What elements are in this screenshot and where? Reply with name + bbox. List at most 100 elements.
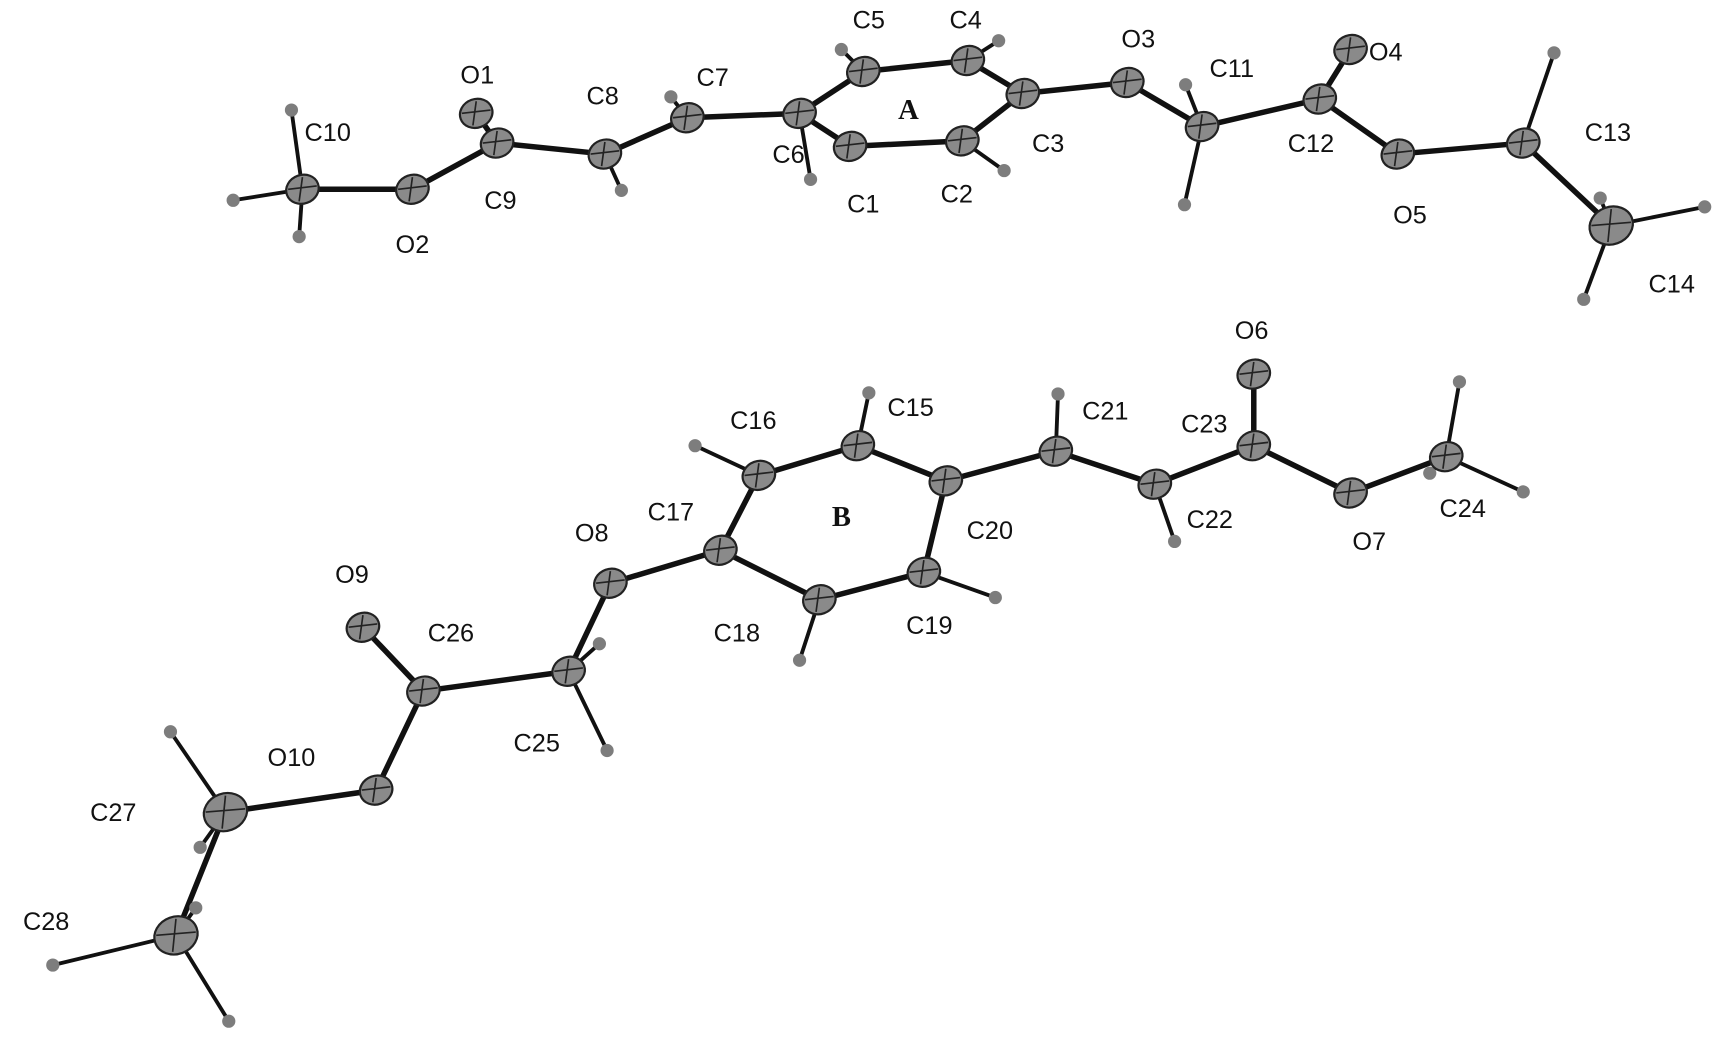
atom-c7 <box>670 102 705 134</box>
atom-principal-axes <box>1239 433 1269 458</box>
atom-o4 <box>1333 33 1368 66</box>
hydrogen-atom <box>1178 78 1193 92</box>
bond-C25-C26 <box>420 668 572 694</box>
atom-label: C11 <box>1210 55 1255 83</box>
hydrogen-atom <box>284 103 299 117</box>
atom-principal-axes <box>1140 471 1170 497</box>
bond-C17-O8 <box>607 547 724 586</box>
hydrogen-atom <box>222 1014 236 1028</box>
hydrogen-atom <box>834 42 848 57</box>
bond-C18-C19 <box>816 569 927 603</box>
bond-C17-C18 <box>717 547 823 603</box>
atom-label: O8 <box>575 519 609 547</box>
atom-label: C15 <box>887 394 933 422</box>
hydrogen-atom <box>193 840 207 854</box>
atom-principal-axes <box>1383 141 1413 167</box>
atom-label: C19 <box>906 612 952 640</box>
atom-c27 <box>202 791 249 833</box>
hydrogen-atom <box>1577 292 1591 306</box>
atom-principal-axes <box>1305 86 1335 112</box>
atom-c12 <box>1302 83 1338 115</box>
atom-principal-axes <box>361 777 391 803</box>
bond-C7-C6 <box>684 110 803 121</box>
atom-c14 <box>1588 205 1634 246</box>
atom-label: C1 <box>847 190 879 218</box>
bond-C27-C28 <box>173 809 229 939</box>
hydrogen-atom <box>862 386 876 400</box>
atom-label: C20 <box>967 517 1013 545</box>
hydrogen-atom <box>614 183 628 197</box>
hydrogen-atom <box>688 439 702 453</box>
atom-c1 <box>832 130 868 163</box>
atom-label: O4 <box>1369 39 1403 67</box>
atom-principal-axes <box>482 130 512 156</box>
atom-principal-axes <box>554 659 583 684</box>
bond-C23-O7 <box>1251 442 1354 496</box>
atom-c26 <box>406 675 441 707</box>
atom-label: C4 <box>949 7 981 35</box>
atom-label: C28 <box>23 908 69 936</box>
atom-label: C10 <box>305 119 351 147</box>
hydrogen-atom <box>1516 485 1530 499</box>
atom-label: C22 <box>1187 506 1233 534</box>
atom-label: C18 <box>714 620 760 648</box>
hydrogen-atom <box>600 743 614 758</box>
bond-C3-O3 <box>1020 79 1131 97</box>
atom-principal-axes <box>1112 70 1142 95</box>
hydrogen-atom <box>992 34 1006 48</box>
atom-c25 <box>551 655 586 687</box>
atom-principal-axes <box>1041 438 1071 464</box>
atom-principal-axes <box>461 101 491 126</box>
atom-c18 <box>802 584 837 616</box>
atom-c17 <box>703 534 738 566</box>
hydrogen-atom <box>1593 191 1607 205</box>
atom-c10 <box>285 173 320 205</box>
atom-principal-axes <box>1336 480 1365 506</box>
atom-o1 <box>458 97 494 130</box>
atom-principal-axes <box>1187 114 1217 139</box>
atom-principal-axes <box>843 433 873 458</box>
atom-c9 <box>479 127 515 159</box>
atom-principal-axes <box>953 48 983 73</box>
bond-C21-C22 <box>1053 448 1158 487</box>
atom-c13 <box>1505 127 1541 159</box>
atom-o6 <box>1236 358 1272 390</box>
atom-principal-axes <box>205 795 246 829</box>
atom-label: C23 <box>1181 410 1227 438</box>
atom-principal-axes <box>835 134 865 159</box>
bond-C9-C8 <box>494 140 608 157</box>
hydrogen-atom <box>592 637 606 651</box>
atom-label: C2 <box>941 180 973 208</box>
atom-c16 <box>741 459 777 492</box>
hydrogen-atom <box>792 653 807 667</box>
hydrogen-atom <box>163 725 178 739</box>
hydrogen-atom <box>1177 198 1192 212</box>
hydrogen-atom <box>997 163 1011 178</box>
hydrogen-atom <box>1423 466 1437 480</box>
hydrogen-atom <box>664 90 678 104</box>
atom-c2 <box>944 125 980 157</box>
atom-principal-axes <box>785 101 814 126</box>
atom-c22 <box>1137 468 1173 500</box>
atom-c19 <box>906 556 942 588</box>
atom-label: C21 <box>1082 397 1128 425</box>
atom-principal-axes <box>804 587 834 612</box>
atom-label: C3 <box>1032 130 1064 158</box>
atom-c28 <box>153 915 199 956</box>
atom-label: C6 <box>772 141 804 169</box>
atom-principal-axes <box>744 463 774 488</box>
atom-label: C9 <box>484 187 516 215</box>
atom-principal-axes <box>931 468 961 494</box>
atom-o7 <box>1333 477 1368 509</box>
atom-label: O1 <box>460 62 494 90</box>
atom-label: O2 <box>396 231 430 259</box>
atom-label: O10 <box>268 744 316 772</box>
atom-c23 <box>1236 429 1272 462</box>
atom-principal-axes <box>909 560 939 585</box>
hydrogen-atom <box>226 193 240 207</box>
atom-principal-axes <box>1508 130 1538 156</box>
atom-label: C5 <box>853 7 885 35</box>
bond-C26-O10 <box>373 688 427 793</box>
atom-o9 <box>345 611 381 643</box>
